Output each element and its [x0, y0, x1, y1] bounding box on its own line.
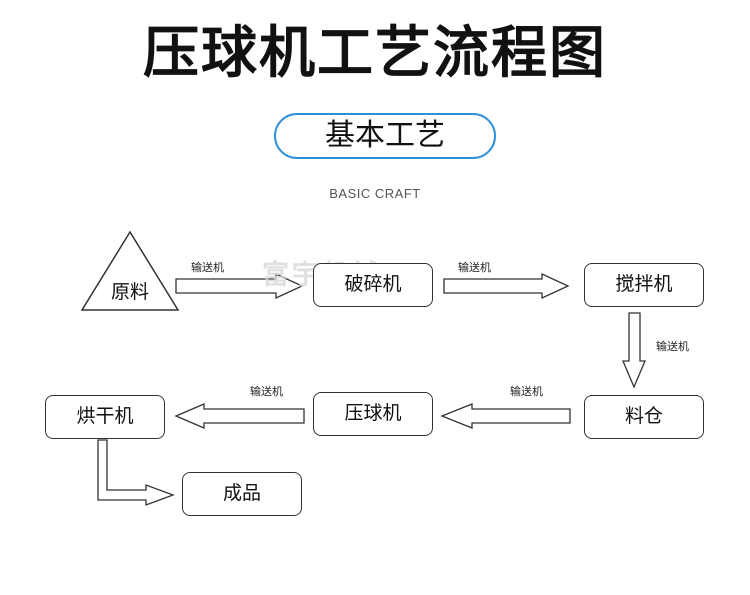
silo-label: 料仓	[624, 405, 663, 427]
dryer-label: 烘干机	[76, 405, 134, 427]
arrow-dryer-to-product	[97, 439, 175, 506]
crusher-label: 破碎机	[344, 273, 402, 295]
page-title: 压球机工艺流程图	[143, 21, 607, 86]
node-briquetting-machine: 压球机	[313, 392, 433, 436]
mixer-label: 搅拌机	[615, 273, 673, 295]
node-dryer: 烘干机	[45, 395, 165, 439]
arrow-briquetting-to-dryer	[174, 403, 305, 429]
arrow-mixer-to-silo	[622, 312, 646, 389]
node-mixer: 搅拌机	[584, 263, 704, 307]
section-badge: 基本工艺	[274, 113, 496, 159]
raw-material-label: 原料	[110, 281, 149, 303]
node-crusher: 破碎机	[313, 263, 433, 307]
conveyor-label-5: 输送机	[250, 385, 283, 398]
conveyor-label-2: 输送机	[458, 261, 491, 274]
arrow-raw-to-crusher	[175, 272, 304, 300]
arrow-silo-to-briquetting	[440, 403, 571, 429]
conveyor-label-1: 输送机	[191, 261, 224, 274]
node-finished-product: 成品	[182, 472, 302, 516]
section-subtitle: BASIC CRAFT	[329, 186, 421, 201]
raw-material-triangle	[80, 230, 180, 311]
finished-product-label: 成品	[222, 482, 261, 504]
briquetting-machine-label: 压球机	[344, 402, 402, 424]
arrow-crusher-to-mixer	[443, 272, 570, 300]
conveyor-label-3: 输送机	[656, 340, 689, 353]
conveyor-label-4: 输送机	[510, 385, 543, 398]
node-silo: 料仓	[584, 395, 704, 439]
